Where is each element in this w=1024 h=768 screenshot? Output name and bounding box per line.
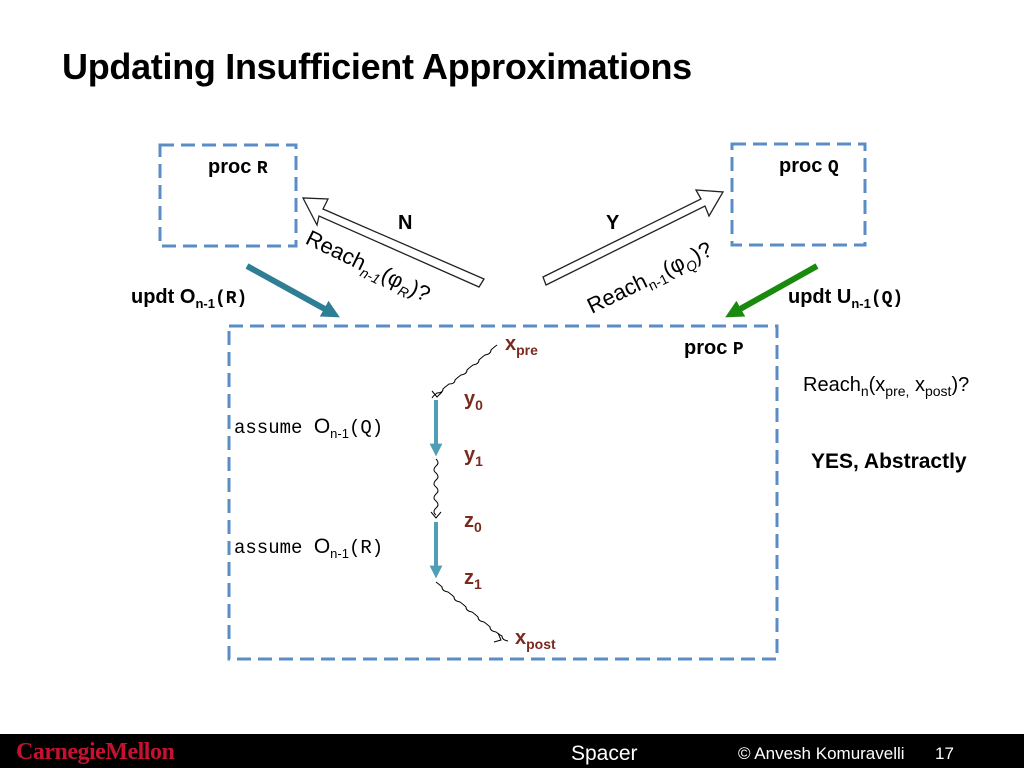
assume-r-statement: assume On-1(R) [234, 535, 384, 561]
point-x-post: xpost [515, 627, 556, 652]
proc-r-label: proc R [208, 156, 268, 179]
proc-q-box [730, 142, 867, 247]
point-y1: y1 [464, 444, 483, 469]
path-xpre-y0 [431, 344, 498, 399]
query-answer: YES, Abstractly [811, 450, 967, 473]
footer-project-name: Spacer [571, 742, 638, 765]
proc-p-label: proc P [684, 337, 744, 360]
assume-q-statement: assume On-1(Q) [234, 415, 384, 441]
reach-query: Reachn(xpre, xpost)? [803, 374, 970, 399]
point-x-pre: xpre [505, 333, 538, 358]
slide-title: Updating Insufficient Approximations [62, 46, 692, 87]
carnegie-mellon-logo: CarnegieMellon [16, 739, 175, 765]
update-arrow-right [725, 263, 819, 318]
proc-q-label: proc Q [779, 155, 839, 178]
answer-n: N [398, 212, 413, 234]
path-z1-xpost [435, 581, 509, 642]
update-arrow-left [245, 263, 340, 318]
path-y1-z0 [433, 458, 439, 516]
proc-p-box [227, 324, 779, 661]
query-arrow-to-r [301, 197, 485, 288]
page-number: 17 [935, 744, 954, 763]
query-arrow-to-q [542, 189, 725, 286]
point-z1: z1 [464, 567, 482, 592]
diagram-canvas [158, 142, 867, 661]
path-tick-xpost [493, 632, 502, 643]
update-over-approx-label: updt On-1(R) [131, 286, 248, 311]
answer-y: Y [606, 212, 620, 234]
proc-r-box [158, 143, 298, 248]
point-y0: y0 [464, 388, 483, 413]
point-z0: z0 [464, 510, 482, 535]
update-under-approx-label: updt Un-1(Q) [788, 286, 904, 311]
path-tick-y0 [431, 390, 443, 398]
footer-copyright: © Anvesh Komuravelli [738, 744, 905, 763]
path-tick-z0 [430, 511, 442, 519]
footer-bar [0, 734, 1024, 768]
